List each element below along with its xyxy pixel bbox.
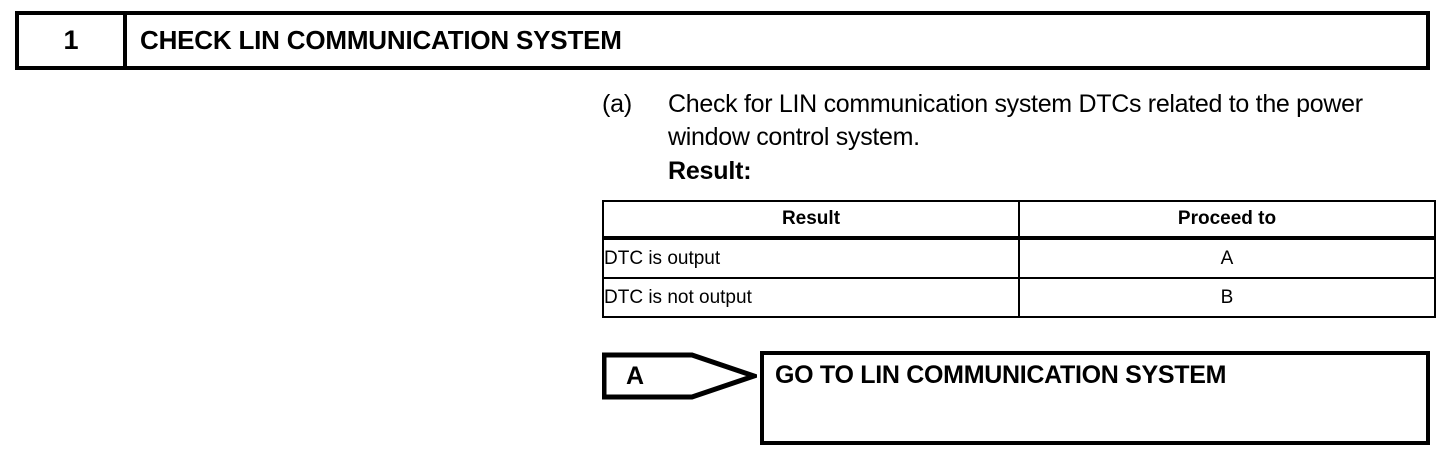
procedure-item-marker: (a) <box>602 90 632 118</box>
result-cell: DTC is not output <box>602 277 1020 318</box>
goto-tag-label: A <box>626 361 645 390</box>
step-number: 1 <box>19 15 127 66</box>
result-label: Result: <box>668 157 752 185</box>
procedure-instruction-text: Check for LIN communication system DTCs … <box>668 90 1363 151</box>
goto-tag-arrow: A <box>602 352 757 400</box>
step-title: CHECK LIN COMMUNICATION SYSTEM <box>140 25 622 55</box>
result-table: Result Proceed to DTC is output A DTC is… <box>602 200 1436 318</box>
table-header-row: Result Proceed to <box>602 200 1436 240</box>
table-row: DTC is not output B <box>602 277 1436 318</box>
column-header-result: Result <box>602 200 1020 240</box>
goto-destination-text: GO TO LIN COMMUNICATION SYSTEM <box>775 361 1227 389</box>
table-row: DTC is output A <box>602 237 1436 279</box>
step-header-bar: 1 CHECK LIN COMMUNICATION SYSTEM <box>15 11 1430 70</box>
proceed-to-cell: B <box>1018 277 1436 318</box>
proceed-to-cell: A <box>1018 237 1436 279</box>
goto-callout: A GO TO LIN COMMUNICATION SYSTEM <box>602 351 1430 447</box>
result-cell: DTC is output <box>602 237 1020 279</box>
goto-destination-box: GO TO LIN COMMUNICATION SYSTEM <box>760 351 1430 445</box>
arrow-right-pentagon-icon <box>602 352 757 400</box>
procedure-item-body: Check for LIN communication system DTCs … <box>668 88 1430 188</box>
procedure-block: (a) Check for LIN communication system D… <box>602 88 1430 188</box>
procedure-item-a: (a) Check for LIN communication system D… <box>602 88 1430 188</box>
column-header-proceed-to: Proceed to <box>1018 200 1436 240</box>
